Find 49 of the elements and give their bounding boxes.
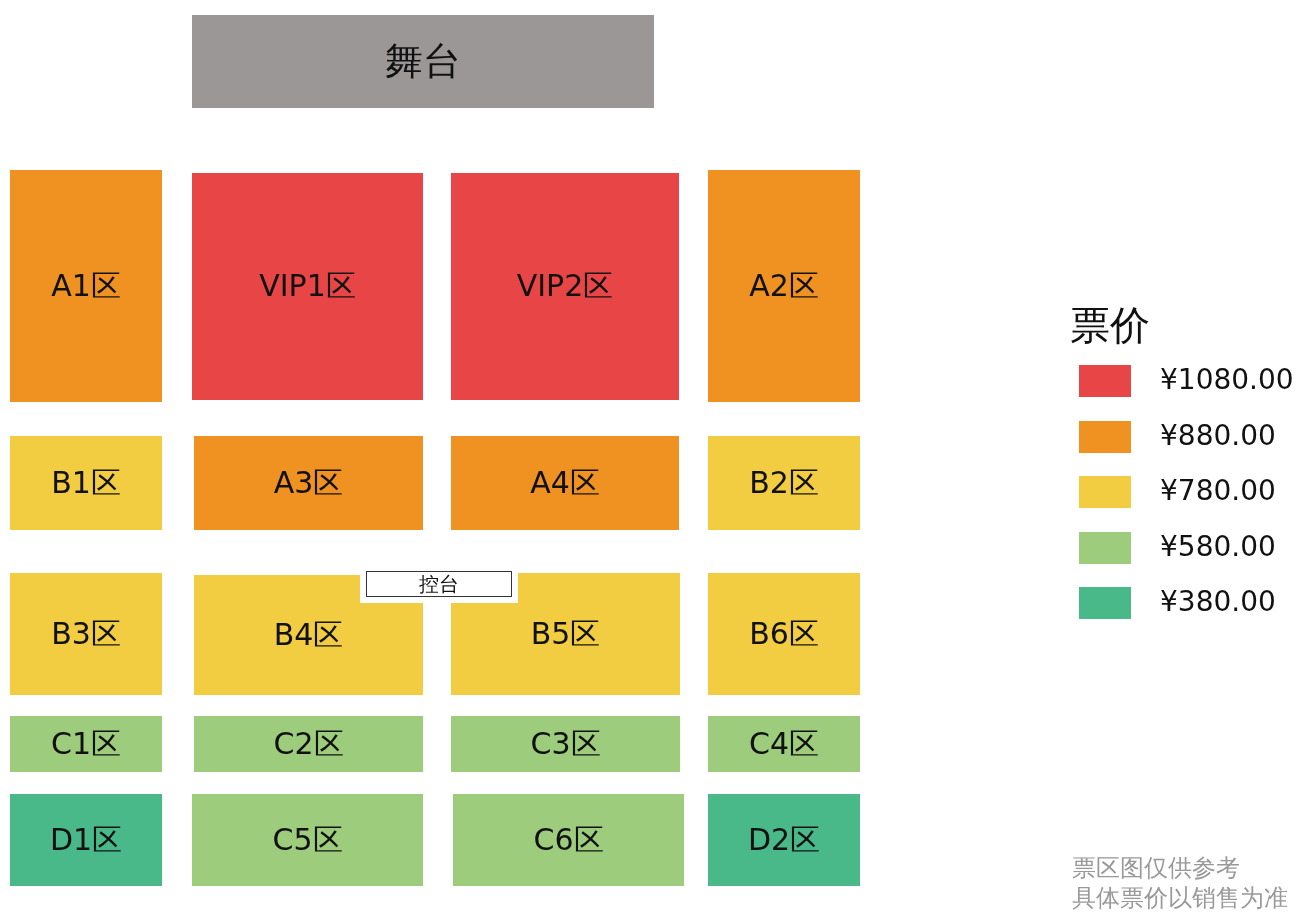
seating-section	[451, 173, 679, 400]
stage-label: 舞台	[385, 38, 461, 85]
seating-section	[10, 170, 162, 402]
section-label: D1区	[49, 820, 123, 859]
section-label: C5区	[272, 820, 343, 859]
section-label: D2区	[747, 820, 821, 859]
section-label: VIP1区	[259, 267, 356, 305]
section-label: VIP2区	[516, 267, 614, 305]
note-text: 票区图仅供参考	[1072, 853, 1240, 884]
section-label: B5区	[530, 614, 601, 653]
section-label: C1区	[50, 724, 121, 763]
section-label: C4区	[748, 724, 819, 763]
booth-label: 控台	[419, 570, 459, 598]
seating-section	[453, 794, 684, 886]
seating-section	[194, 716, 423, 772]
seating-section	[10, 573, 162, 695]
section-label: B1区	[51, 463, 121, 502]
section-label: B4区	[273, 615, 344, 654]
section-label: C6区	[533, 820, 604, 859]
section-label: A2区	[749, 266, 819, 305]
seating-section	[194, 436, 423, 530]
legend-title: 票价	[1070, 301, 1150, 350]
seating-section	[708, 716, 860, 772]
seating-section	[708, 436, 860, 530]
section-label: A1区	[51, 266, 121, 305]
legend-text: ¥580.00	[1160, 529, 1276, 563]
seating-section	[708, 794, 860, 886]
section-label: C2区	[273, 724, 344, 763]
note-text: 具体票价以销售为准	[1072, 883, 1288, 914]
section-label: A4区	[530, 463, 600, 502]
seating-section	[708, 170, 860, 402]
seating-section	[451, 436, 679, 530]
seating-section	[10, 436, 162, 530]
seating-section	[451, 716, 680, 772]
section-label: C3区	[530, 724, 601, 763]
seating-section	[708, 573, 860, 695]
section-label: A3区	[273, 463, 344, 502]
section-label: B6区	[749, 614, 819, 653]
legend-text: ¥380.00	[1160, 585, 1276, 618]
legend-text: ¥780.00	[1160, 474, 1276, 507]
section-label: B3区	[51, 614, 121, 653]
section-label: B2区	[749, 463, 819, 502]
seating-section	[192, 173, 423, 400]
seating-section	[192, 794, 423, 886]
seating-section	[10, 794, 162, 886]
stage-block	[192, 15, 654, 108]
legend-text: ¥1080.00	[1160, 363, 1294, 396]
seating-section	[10, 716, 162, 772]
legend-text: ¥880.00	[1160, 418, 1276, 452]
